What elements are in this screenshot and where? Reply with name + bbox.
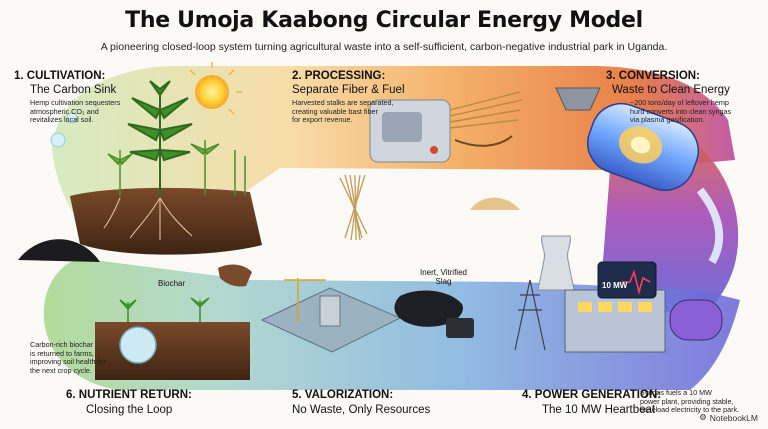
cooling-tower (537, 235, 575, 291)
sun-icon (195, 75, 229, 109)
step-6-heading: 6. NUTRIENT RETURN: (66, 389, 192, 401)
soil-mound (70, 187, 262, 255)
sun-rays (189, 62, 242, 115)
step-5-subheading: No Waste, Only Resources (292, 404, 431, 416)
transmission-tower-icon (514, 279, 546, 351)
biochar-pile (18, 239, 100, 262)
page-title: The Umoja Kaabong Circular Energy Model (125, 8, 643, 33)
branding-label: NotebookLM (709, 412, 758, 423)
processing-scene (339, 91, 523, 241)
step-5-heading: 5. VALORIZATION: (292, 389, 394, 401)
hemp-plant-icon (127, 80, 193, 196)
step-4-heading: 4. POWER GENERATION: (522, 389, 662, 401)
page-subtitle: A pioneering closed-loop system turning … (100, 41, 668, 53)
monitor-screen (597, 261, 657, 299)
slag-label: Inert, Vitrified Slag (420, 268, 467, 286)
monitor-label: 10 MW (602, 281, 628, 290)
stalk-bundle-icon (339, 174, 368, 241)
nutrient-scene (18, 239, 252, 380)
conversion-scene (555, 87, 724, 265)
generator (669, 299, 723, 341)
roots (103, 197, 193, 240)
power-scene: 10 MW (514, 235, 723, 353)
cultivation-scene (50, 62, 262, 255)
step-6-description: Carbon-rich biochar is returned to farms… (30, 340, 106, 375)
building-icon (319, 295, 341, 327)
feed-hopper (555, 87, 601, 111)
branding: ⚙ NotebookLM (699, 412, 758, 423)
heartbeat-icon (622, 269, 651, 296)
hurd-pile (470, 197, 520, 210)
biochar-label: Biochar (158, 279, 186, 288)
step-6-subheading: Closing the Loop (86, 404, 173, 416)
seedling-icon (119, 297, 210, 322)
step-3-subheading: Waste to Clean Energy (612, 84, 730, 96)
notebooklm-icon: ⚙ (699, 412, 707, 422)
crane-icon (284, 278, 326, 322)
step-1-heading: 1. CULTIVATION: (14, 70, 106, 82)
step-1-description: Hemp cultivation sequesters atmospheric … (30, 98, 121, 125)
step-3-heading: 3. CONVERSION: (606, 70, 700, 82)
valorization-scene (260, 278, 474, 353)
soil-cross-section (95, 322, 250, 380)
step-2-heading: 2. PROCESSING: (292, 70, 386, 82)
syngas-stream (696, 187, 724, 265)
step-2-subheading: Separate Fiber & Fuel (292, 84, 405, 96)
co2-bubble (66, 112, 78, 124)
power-plant-building (564, 289, 666, 353)
step-1-subheading: The Carbon Sink (30, 84, 117, 96)
soil-magnifier (119, 326, 157, 364)
arrow-icon (454, 135, 513, 147)
step-2-description: Harvested stalks are separated, creating… (292, 98, 394, 125)
step-3-description: ~200 tons/day of leftover hemp hurd conv… (630, 98, 732, 125)
fiber-bundle-icon (449, 91, 523, 129)
slag-cube-icon (446, 318, 474, 338)
small-plants (107, 140, 246, 196)
hand-icon (218, 264, 252, 287)
step-4-subheading: The 10 MW Heartbeat (542, 404, 656, 416)
step-4-description: Syngas fuels a 10 MW power plant, provid… (640, 388, 740, 415)
co2-bubble (50, 132, 66, 148)
slag-block-icon (394, 290, 463, 327)
